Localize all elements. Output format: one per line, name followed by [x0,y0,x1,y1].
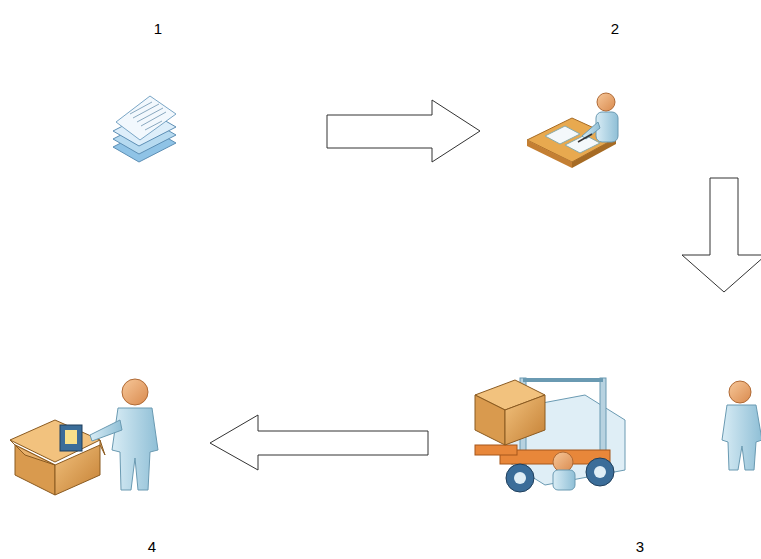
document-stack [113,96,176,162]
standing-worker [722,381,761,470]
step-number: 2 [611,21,619,36]
flow-arrow [210,415,428,470]
step-number: 4 [148,539,156,554]
flow-arrow [682,178,761,292]
step-number: 1 [154,21,162,36]
packing-worker [10,379,158,495]
clerk-at-desk [527,93,618,168]
step-number: 3 [636,539,644,554]
forklift [475,378,625,492]
flow-arrow [327,100,480,162]
